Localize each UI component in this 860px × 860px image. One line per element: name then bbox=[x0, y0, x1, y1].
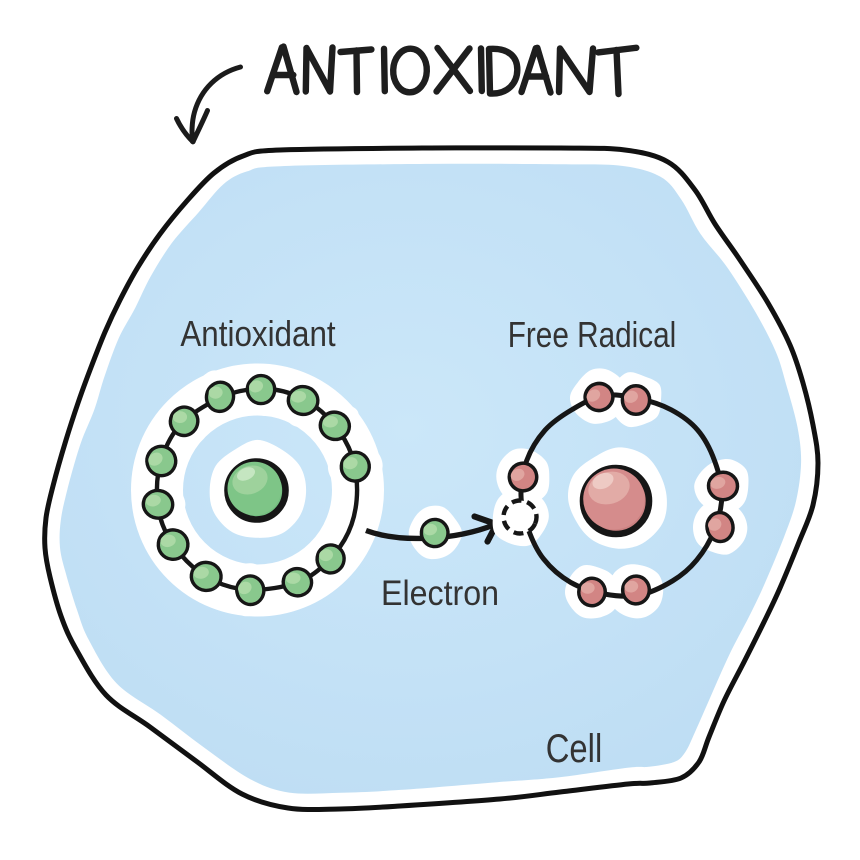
svg-text:Free Radical: Free Radical bbox=[508, 315, 677, 356]
svg-text:Electron: Electron bbox=[381, 575, 499, 614]
svg-text:Cell: Cell bbox=[546, 726, 602, 771]
svg-text:Antioxidant: Antioxidant bbox=[180, 314, 336, 355]
